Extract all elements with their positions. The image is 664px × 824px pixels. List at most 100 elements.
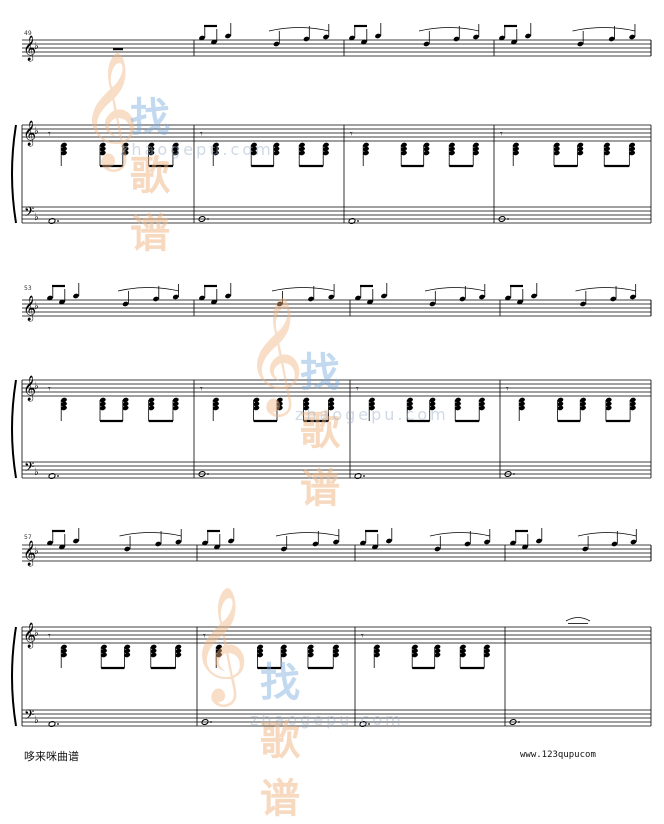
- piano-chord-note: [513, 142, 519, 148]
- piano-chord-note: [61, 142, 67, 148]
- piano-chord-note: [333, 652, 339, 658]
- flat-icon: ♭: [34, 381, 39, 392]
- melody-note-note: [153, 296, 159, 302]
- piano-chord-note: [553, 142, 560, 148]
- treble-clef-icon: 𝄞: [23, 375, 36, 401]
- piano-chord-note: [629, 401, 636, 407]
- piano-chord-note: [580, 401, 586, 407]
- melody-note-note: [536, 538, 542, 544]
- piano-chord-note: [473, 146, 479, 152]
- melody-note-note: [73, 293, 79, 299]
- treble-clef-icon: 𝄞: [23, 120, 36, 146]
- melody-tie: [575, 287, 636, 292]
- piano-chord-note: [61, 146, 67, 152]
- piano-chord-note: [460, 648, 466, 654]
- piano-chord-note: [213, 150, 219, 156]
- piano-chord-note: [172, 405, 179, 411]
- bass-note: [198, 470, 206, 478]
- melody-note-note: [367, 299, 373, 305]
- piano-chord-note: [605, 405, 612, 411]
- piano-chord-note: [299, 142, 305, 148]
- piano-tie: [565, 617, 591, 622]
- piano-chord-note: [257, 644, 264, 650]
- melody-tie: [268, 27, 330, 32]
- piano-chord-note: [280, 648, 287, 654]
- bass-note: [48, 720, 56, 728]
- melody-note-note: [484, 539, 490, 545]
- dot: [57, 220, 59, 222]
- melody-note-note: [525, 33, 531, 39]
- piano-chord-note: [307, 648, 314, 654]
- dot: [513, 473, 515, 475]
- piano-chord-note: [299, 146, 305, 152]
- piano-chord-note: [604, 146, 610, 152]
- treble-clef-icon: 𝄞: [23, 35, 36, 61]
- piano-chord-note: [273, 150, 280, 156]
- piano-chord-note: [122, 401, 129, 407]
- melody-note-note: [124, 546, 131, 552]
- piano-chord-note: [363, 142, 369, 148]
- piano-chord-note: [61, 405, 67, 411]
- piano-chord-note: [175, 652, 182, 658]
- piano-chord-note: [577, 146, 584, 152]
- piano-chord-note: [333, 648, 339, 654]
- piano-chord-note: [455, 401, 461, 407]
- piano-chord-note: [580, 405, 586, 411]
- melody-note-note: [522, 544, 528, 550]
- piano-chord-note: [557, 397, 564, 403]
- bass-note: [504, 470, 512, 478]
- melody-note-note: [59, 299, 65, 305]
- piano-chord-note: [473, 150, 479, 156]
- melody-note-note: [429, 301, 436, 307]
- flat-icon: ♭: [34, 126, 39, 137]
- bass-clef-icon: 𝄢: [24, 204, 34, 223]
- melody-note-note: [611, 541, 618, 547]
- piano-chord-note: [172, 142, 179, 148]
- melody-note-note: [199, 35, 205, 41]
- piano-chord-note: [479, 405, 485, 411]
- melody-tie: [418, 27, 480, 32]
- melody-note-note: [360, 540, 366, 546]
- piano-chord-note: [429, 397, 436, 403]
- piano-chord-note: [303, 401, 310, 407]
- piano-chord-note: [407, 401, 413, 407]
- melody-note-note: [328, 294, 335, 300]
- dot: [363, 475, 365, 477]
- melody-note-note: [372, 544, 378, 550]
- piano-chord-note: [629, 397, 636, 403]
- piano-chord-note: [429, 401, 436, 407]
- melody-note-note: [531, 293, 537, 299]
- melody-note-note: [381, 293, 387, 299]
- melody-tie: [117, 287, 179, 292]
- piano-chord-note: [401, 150, 407, 156]
- melody-note-note: [459, 296, 466, 302]
- melody-note-note: [479, 294, 485, 300]
- bass-note: [509, 718, 517, 726]
- piano-chord-note: [423, 150, 430, 156]
- piano-chord-note: [99, 150, 106, 156]
- melody-note-note: [434, 546, 441, 552]
- bass-note: [348, 217, 356, 225]
- bass-note: [201, 718, 209, 726]
- dot: [210, 721, 212, 723]
- melody-note-note: [386, 538, 392, 544]
- piano-chord-note: [99, 142, 106, 148]
- melody-note-note: [225, 293, 231, 299]
- melody-note-note: [511, 39, 517, 45]
- bass-note: [48, 472, 56, 480]
- piano-chord-note: [323, 142, 329, 148]
- footer-url: www.123qupucom: [520, 750, 596, 760]
- piano-chord-note: [369, 401, 375, 407]
- piano-chord-note: [172, 150, 179, 156]
- brace-icon: [11, 626, 17, 727]
- piano-chord-note: [519, 405, 525, 411]
- piano-chord-note: [251, 142, 257, 148]
- piano-chord-note: [604, 142, 610, 148]
- piano-chord-note: [374, 644, 380, 650]
- piano-chord-note: [434, 652, 441, 658]
- piano-chord-note: [412, 648, 418, 654]
- flat-icon: ♭: [34, 212, 39, 223]
- piano-chord-note: [369, 405, 375, 411]
- piano-chord-note: [455, 405, 461, 411]
- piano-chord-note: [401, 142, 407, 148]
